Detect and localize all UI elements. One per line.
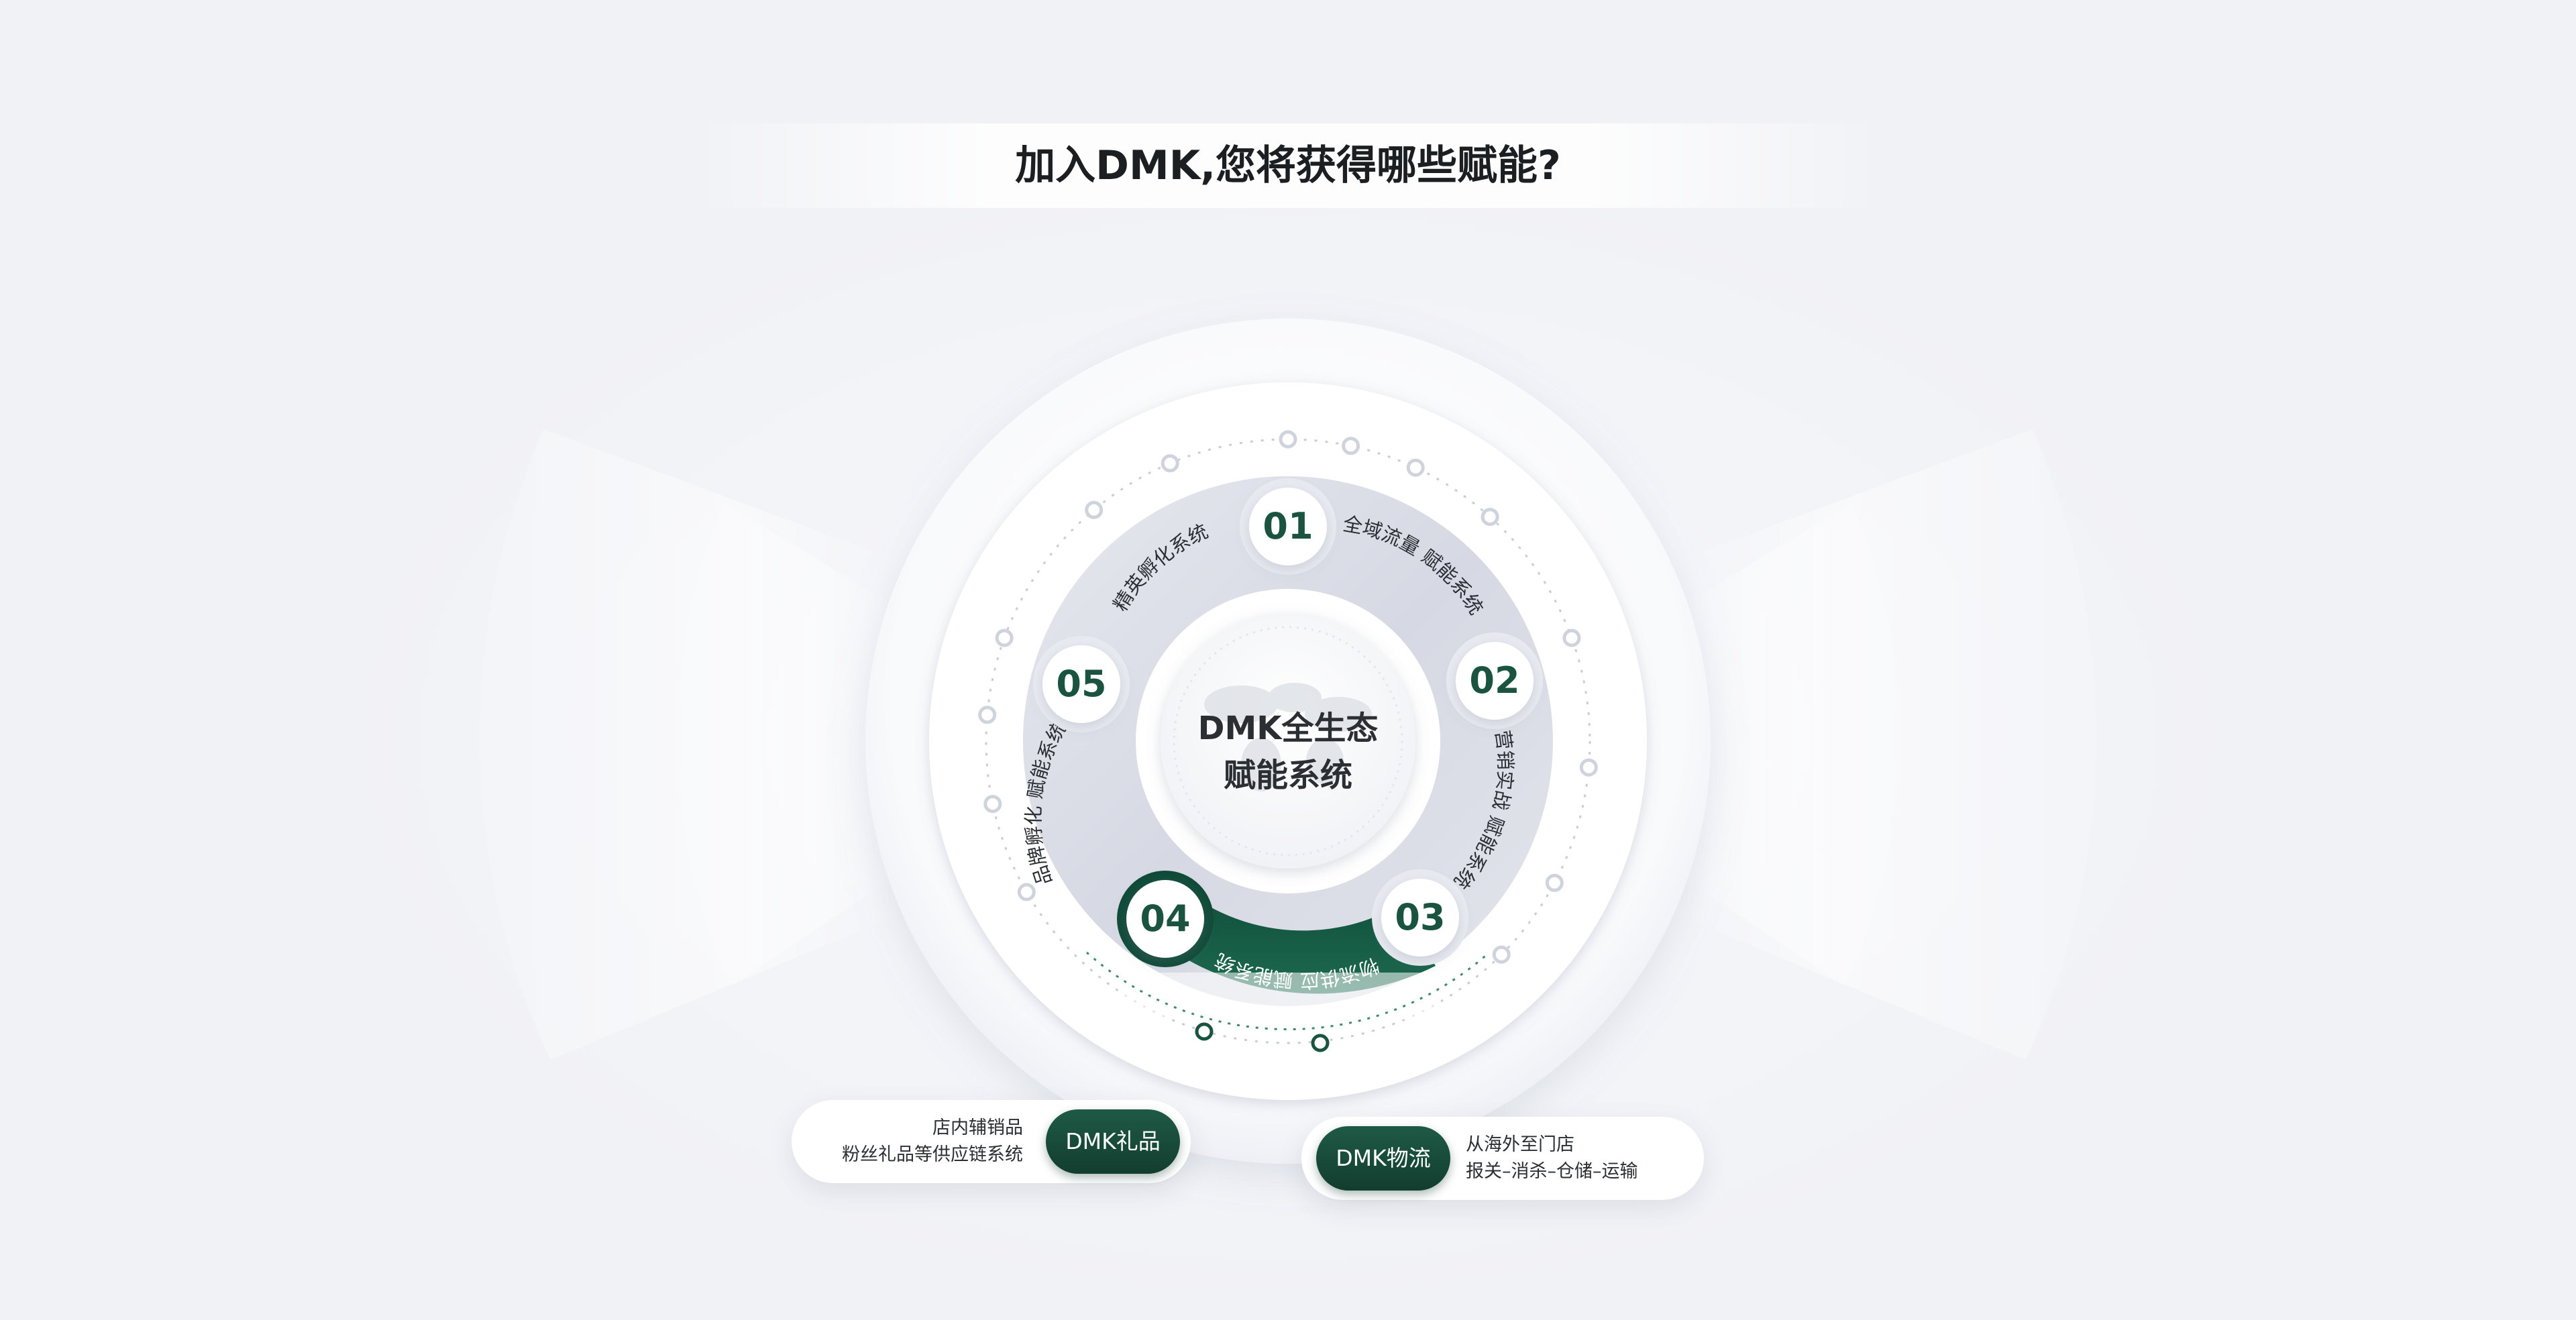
orbit-node — [1017, 883, 1036, 901]
orbit-node — [995, 628, 1014, 647]
orbit-node — [1085, 500, 1104, 519]
orbit-node — [983, 795, 1002, 814]
center-hub — [1161, 614, 1415, 869]
dotted-orbit — [985, 438, 1591, 1044]
badge-03-number: 03 — [1395, 896, 1445, 938]
callout-logistics-line2: 报关–消杀–仓储–运输 — [1466, 1161, 1638, 1182]
callout-logistics-line1: 从海外至门店 — [1466, 1134, 1574, 1155]
badge-04: 04 — [1117, 871, 1214, 967]
callout-gift: 店内辅销品 粉丝礼品等供应链系统 DMK礼品 — [792, 1100, 1191, 1183]
callout-gift-line2: 粉丝礼品等供应链系统 — [842, 1144, 1023, 1165]
orbit-node — [1492, 945, 1511, 964]
background-fans — [479, 429, 2097, 1060]
orbit-node-green-1 — [1195, 1022, 1214, 1041]
orbit-node-green-2 — [1311, 1034, 1330, 1052]
page-title: 加入DMK,您将获得哪些赋能? — [1015, 142, 1561, 189]
badge-02: 02 — [1446, 632, 1543, 729]
orbit-node — [1545, 873, 1564, 892]
orbit-nodes — [978, 430, 1598, 964]
orbit-node — [1342, 437, 1360, 455]
dmk-gift-button[interactable]: DMK礼品 — [1046, 1109, 1180, 1174]
orbit-node — [1562, 628, 1581, 647]
badge-01-number: 01 — [1263, 505, 1313, 547]
dmk-logistics-button[interactable]: DMK物流 — [1316, 1126, 1450, 1191]
badge-04-number: 04 — [1140, 897, 1190, 940]
segment-04-shine — [1114, 973, 1449, 1020]
orbit-node — [1406, 458, 1425, 477]
badge-02-number: 02 — [1469, 659, 1519, 702]
orbit-node — [1481, 508, 1499, 527]
badge-05: 05 — [1033, 636, 1130, 732]
badge-03: 03 — [1372, 869, 1468, 966]
orbit-accent — [1086, 951, 1490, 1031]
center-title-line1: DMK全生态 — [1198, 710, 1379, 747]
badge-05-number: 05 — [1056, 663, 1106, 705]
callout-logistics: DMK物流 从海外至门店 报关–消杀–仓储–运输 — [1301, 1117, 1704, 1200]
center-hub-ring — [1173, 626, 1403, 857]
orbit-node — [978, 706, 997, 724]
badge-01: 01 — [1240, 478, 1336, 575]
world-map-icon — [1204, 683, 1372, 791]
title-band — [691, 123, 1885, 208]
orbit-node — [1161, 454, 1179, 473]
callout-gift-line1: 店内辅销品 — [932, 1117, 1023, 1138]
orbit-node — [1279, 430, 1297, 449]
center-title-line2: 赋能系统 — [1224, 757, 1352, 794]
orbit-node — [1579, 758, 1598, 777]
